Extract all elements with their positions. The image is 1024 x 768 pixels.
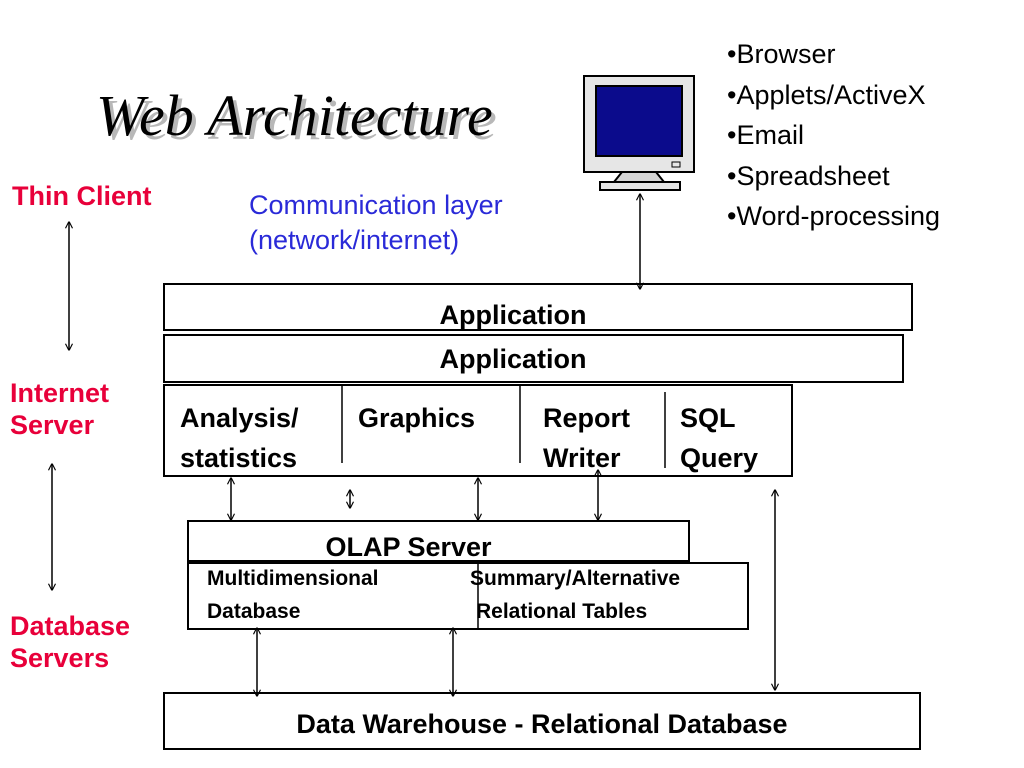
olap-database-box (187, 562, 749, 630)
analysis-statistics-label: Analysis/ statistics (180, 403, 299, 473)
database-servers-label: Database Servers (10, 611, 131, 673)
sql-query-label: SQL Query (680, 403, 759, 473)
list-item: •Email (727, 120, 804, 150)
data-warehouse-label: Data Warehouse - Relational Database (296, 709, 788, 739)
analysis-tools-box (163, 384, 793, 477)
report-writer-label: Report Writer (543, 403, 630, 473)
olap-server-box (187, 520, 690, 562)
summary-relational-tables-label: Summary/Alternative Relational Tables (470, 567, 681, 623)
list-item: •Spreadsheet (727, 160, 890, 191)
client-features-list: •Browser •Applets/ActiveX •Email •Spread… (727, 34, 940, 237)
application-box-top (163, 283, 913, 331)
communication-layer-label: Communication layer (network/internet) (249, 190, 503, 255)
application-box-bottom (163, 334, 904, 383)
graphics-label: Graphics (358, 403, 476, 433)
list-item: •Applets/ActiveX (727, 79, 926, 110)
thin-client-label: Thin Client (12, 181, 152, 211)
page-title: Web Architecture (96, 83, 493, 148)
list-item: •Word-processing (727, 201, 941, 231)
data-warehouse-box (163, 692, 921, 750)
application-label-top: Application (439, 300, 587, 330)
multidimensional-database-label: Multidimensional Database (207, 567, 379, 623)
application-label-bottom: Application (439, 344, 587, 374)
computer-monitor-icon (583, 75, 695, 191)
olap-server-label: OLAP Server (325, 532, 492, 562)
internet-server-label: Internet Server (10, 378, 110, 440)
list-item: •Browser (727, 39, 836, 69)
